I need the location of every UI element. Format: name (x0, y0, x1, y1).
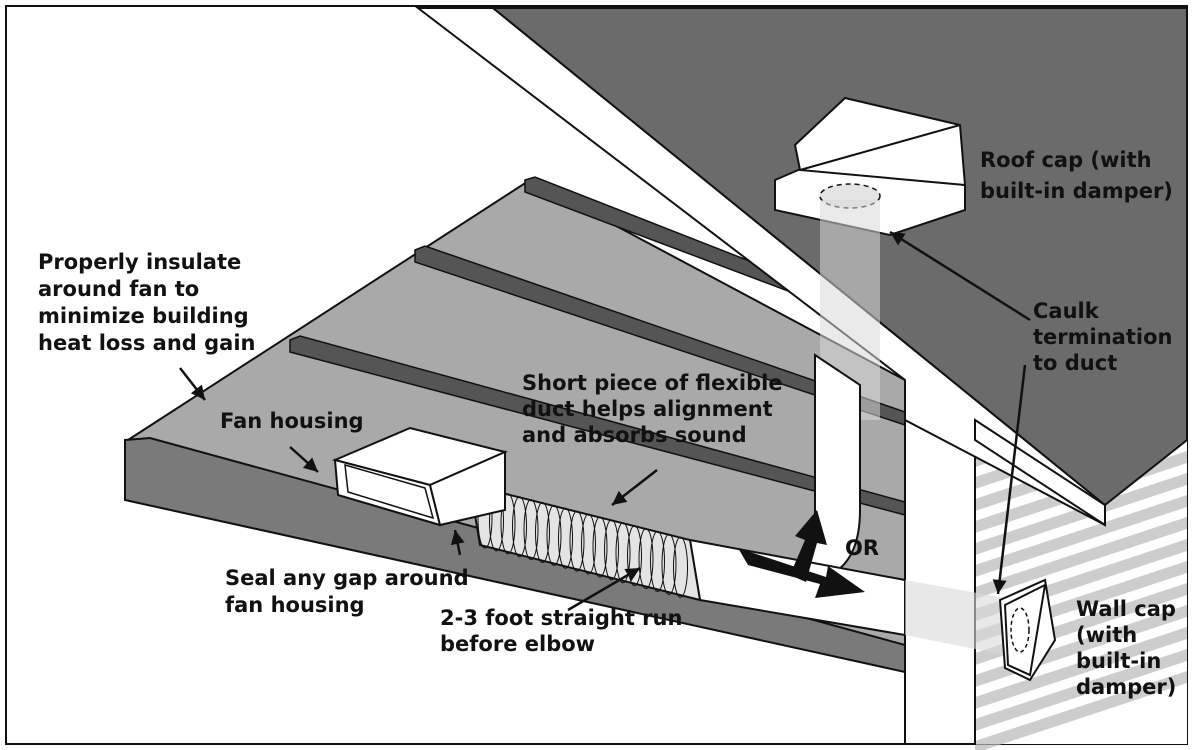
label-insulate: Properly insulate around fan to minimize… (38, 250, 256, 355)
pointer-arrows (179, 230, 1031, 612)
pointer-arrow-head (890, 232, 906, 246)
label-caulk: Caulk termination to duct (1033, 299, 1180, 375)
flex-duct-ring (581, 513, 596, 575)
wall-cap (998, 578, 1057, 682)
label-straight-run: 2-3 foot straight run before elbow (440, 606, 690, 656)
siding-board (975, 473, 1187, 555)
fan-housing-box (331, 426, 509, 527)
siding-board (975, 495, 1187, 577)
flex-duct-ring (638, 528, 654, 590)
pointer-arrow-line (889, 230, 1031, 322)
pointer-arrow-head (992, 579, 1007, 594)
pointer-arrow-head (302, 457, 318, 472)
flex-duct-ring (673, 536, 688, 598)
flex-duct-ring (523, 499, 539, 561)
flex-duct-ring (604, 519, 619, 581)
roof-duct-hidden (820, 200, 880, 420)
flex-duct-ring (615, 522, 631, 584)
arrow-right-direction (738, 548, 865, 598)
label-flex-duct: Short piece of flexible duct helps align… (522, 371, 790, 447)
pointer-arrow-head (190, 384, 205, 400)
siding-board (975, 627, 1187, 709)
flex-duct-ring (569, 510, 585, 572)
roof-fascia (974, 418, 1106, 527)
pointer-arrow-head (450, 530, 465, 546)
flex-duct-ring (512, 496, 527, 558)
siding-board (975, 649, 1187, 731)
wall-duct-hidden (905, 580, 1005, 655)
flex-duct-ring (661, 533, 677, 595)
label-wall-cap: Wall cap (with built-in damper) (1076, 597, 1183, 699)
label-seal-gap: Seal any gap around fan housing (225, 566, 476, 617)
label-roof-cap: Roof cap (with built-in damper) (980, 148, 1173, 203)
siding-board (975, 671, 1187, 750)
arrow-up-direction (790, 510, 827, 582)
pointer-arrow-line (996, 364, 1027, 595)
flex-duct-ring (627, 525, 642, 587)
flex-duct-ring (592, 516, 608, 578)
flex-duct-ring (500, 493, 516, 555)
siding-board (975, 517, 1187, 599)
flex-duct-ring (546, 504, 562, 566)
pointer-arrow-head (624, 568, 640, 582)
flex-duct-ring (650, 531, 665, 592)
label-fan-housing: Fan housing (220, 409, 364, 433)
pointer-arrow-head (612, 490, 628, 505)
flexible-duct (468, 483, 702, 602)
flex-duct-ring (535, 502, 550, 563)
flex-duct-ring (558, 507, 573, 569)
label-or: OR (845, 536, 879, 560)
flex-duct-body (468, 483, 702, 602)
